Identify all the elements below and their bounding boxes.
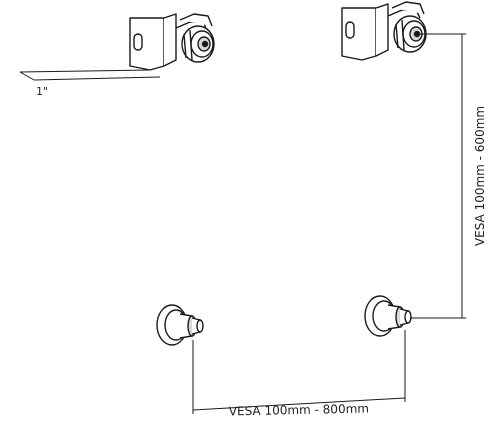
depth-dimension bbox=[19, 69, 161, 81]
vesa-height-label: VESA 100mm - 600mm bbox=[473, 106, 487, 246]
depth-label: 1" bbox=[36, 85, 48, 98]
right-wall-bracket bbox=[341, 1, 427, 61]
vesa-width-dimension bbox=[192, 330, 406, 414]
vesa-width-label: VESA 100mm - 800mm bbox=[229, 402, 369, 419]
left-spacer-washer bbox=[156, 304, 204, 346]
left-wall-bracket bbox=[129, 13, 215, 71]
vesa-height-dimension bbox=[410, 33, 466, 319]
right-spacer-washer bbox=[364, 295, 412, 337]
